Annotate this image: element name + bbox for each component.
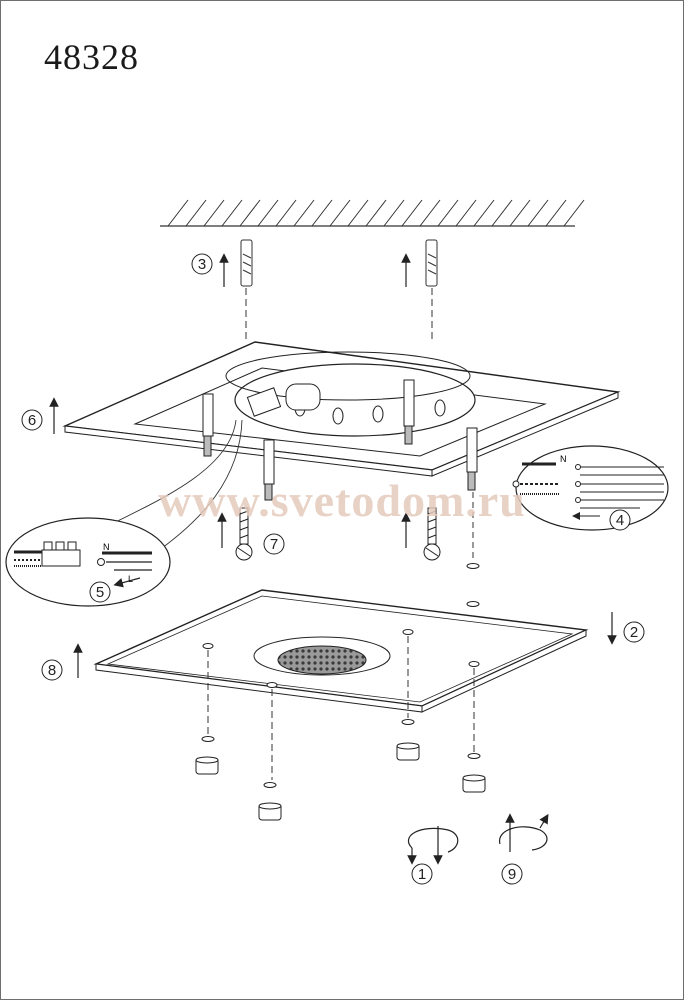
model-number: 48328 — [44, 37, 139, 77]
lamp-socket — [246, 383, 321, 417]
step-2-label: 2 — [623, 621, 645, 643]
washer — [466, 601, 480, 607]
mounting-frame — [62, 341, 621, 501]
screw-left — [235, 507, 253, 561]
screw-right — [423, 507, 441, 561]
step-number: 6 — [28, 412, 36, 429]
lamp-panel — [93, 589, 589, 713]
connection-callout: N — [512, 445, 669, 531]
step-number: 5 — [96, 584, 104, 601]
step-number: 3 — [198, 256, 206, 273]
step-8-label: 8 — [41, 659, 63, 681]
rotation-arrows-unscrew — [407, 826, 459, 865]
step-number: 1 — [418, 866, 426, 883]
step-3-label: 3 — [191, 253, 213, 275]
watermark: www.svetodom.ru — [158, 475, 526, 526]
wall-plug-right — [425, 239, 438, 340]
terminal-callout: N L — [5, 517, 171, 607]
rotation-arrows-screw — [499, 813, 549, 852]
step-1-label: 1 — [411, 863, 433, 885]
supply-wire — [94, 419, 237, 533]
supply-wire-callout-edge — [161, 419, 243, 549]
decorative-caps — [195, 636, 486, 821]
ceiling — [160, 199, 585, 227]
step-4-label: 4 — [609, 509, 631, 531]
diffuser-grille — [277, 645, 367, 675]
step-9-label: 9 — [501, 863, 523, 885]
neutral-label: N — [103, 542, 110, 552]
washer — [466, 563, 480, 569]
step-number: 7 — [270, 536, 278, 553]
step-5-label: 5 — [89, 581, 111, 603]
wall-plug-left — [240, 239, 253, 340]
step-number: 4 — [616, 512, 624, 529]
neutral-label-right: N — [560, 454, 567, 464]
step-number: 2 — [630, 624, 638, 641]
step-number: 9 — [508, 866, 516, 883]
line-label: L — [128, 574, 133, 584]
step-6-label: 6 — [21, 409, 43, 431]
step-7-label: 7 — [263, 533, 285, 555]
step-number: 8 — [48, 662, 56, 679]
